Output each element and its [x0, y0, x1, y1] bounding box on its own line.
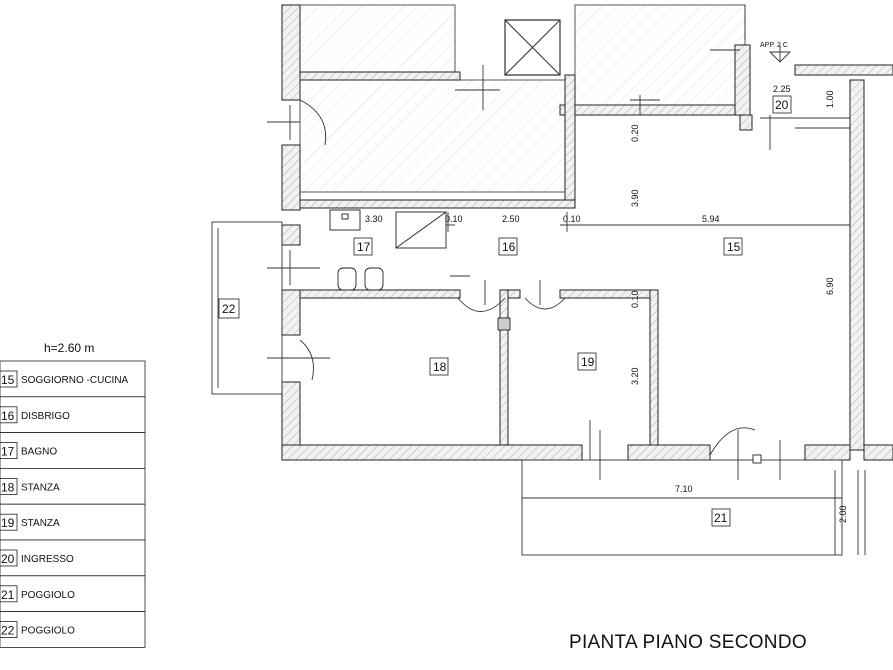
legend-row: 20 INGRESSO [0, 539, 146, 577]
legend-row: 17 BAGNO [0, 432, 146, 469]
legend-row: 15 SOGGIORNO -CUCINA [0, 360, 146, 398]
dim-0-10-c: 0.10 [630, 290, 640, 308]
sink-icon [329, 209, 361, 231]
legend-row: 18 STANZA [0, 467, 146, 505]
legend-room-number: 20 [1, 552, 15, 566]
legend-room-number: 17 [1, 445, 15, 459]
bidet-icon [364, 267, 384, 291]
room-15-label: 15 [727, 240, 741, 254]
room-22-label: 22 [222, 302, 236, 316]
room-21-label: 21 [714, 511, 728, 525]
plan-title: PIANTA PIANO SECONDO [569, 632, 807, 653]
column-icon [497, 317, 511, 331]
legend-row: 16 DISBRIGO [0, 396, 146, 433]
dim-3-30: 3.30 [365, 214, 383, 224]
legend-room-number: 16 [1, 409, 15, 423]
legend-room-number: 15 [1, 373, 15, 387]
dim-7-10: 7.10 [675, 484, 693, 494]
dim-2-50: 2.50 [502, 214, 520, 224]
dim-6-90: 6.90 [825, 277, 835, 295]
legend-room-name: STANZA [21, 518, 60, 529]
room-labels: 17 16 15 22 18 19 20 21 [218, 95, 792, 527]
legend-room-number: 21 [1, 588, 15, 602]
room-16-label: 16 [502, 240, 516, 254]
legend-room-number: 18 [1, 480, 15, 494]
legend-room-number: 22 [1, 624, 15, 638]
room-19-label: 19 [581, 355, 595, 369]
legend-room-name: SOGGIORNO -CUCINA [21, 375, 129, 386]
apartment-tag: APP. 2 C [760, 42, 788, 49]
dimension-labels: APP. 2 C 2.25 1.00 0.20 3.90 5.94 6.90 3… [365, 42, 848, 523]
toilet-icon [337, 267, 357, 291]
dim-0-20: 0.20 [630, 124, 640, 142]
legend-room-name: POGGIOLO [21, 590, 75, 601]
legend-room-name: POGGIOLO [21, 626, 75, 637]
dim-1-00: 1.00 [825, 90, 835, 108]
legend-row: 21 POGGIOLO [0, 575, 146, 612]
dim-2-25: 2.25 [773, 84, 791, 94]
legend-room-name: BAGNO [21, 447, 57, 458]
legend-room-name: DISBRIGO [21, 411, 70, 422]
room-18-label: 18 [433, 360, 447, 374]
height-note: h=2.60 m [44, 341, 94, 355]
legend-room-name: INGRESSO [21, 554, 74, 565]
dim-3-90: 3.90 [630, 189, 640, 207]
legend-room-name: STANZA [21, 482, 60, 493]
walls [281, 4, 893, 461]
bathroom-fixtures [329, 209, 762, 464]
legend-row: 19 STANZA [0, 503, 146, 541]
dim-5-94: 5.94 [702, 214, 720, 224]
legend-room-number: 19 [1, 516, 15, 530]
room-17-label: 17 [357, 240, 371, 254]
dim-0-10-b: 0.10 [563, 214, 581, 224]
dim-2-00: 2.00 [838, 505, 848, 523]
dim-3-20: 3.20 [630, 367, 640, 385]
adjacent-areas [299, 4, 746, 193]
room-20-label: 20 [775, 98, 789, 112]
dim-0-10-a: 0.10 [445, 214, 463, 224]
legend-row: 22 POGGIOLO [0, 611, 146, 648]
openings [211, 5, 866, 556]
